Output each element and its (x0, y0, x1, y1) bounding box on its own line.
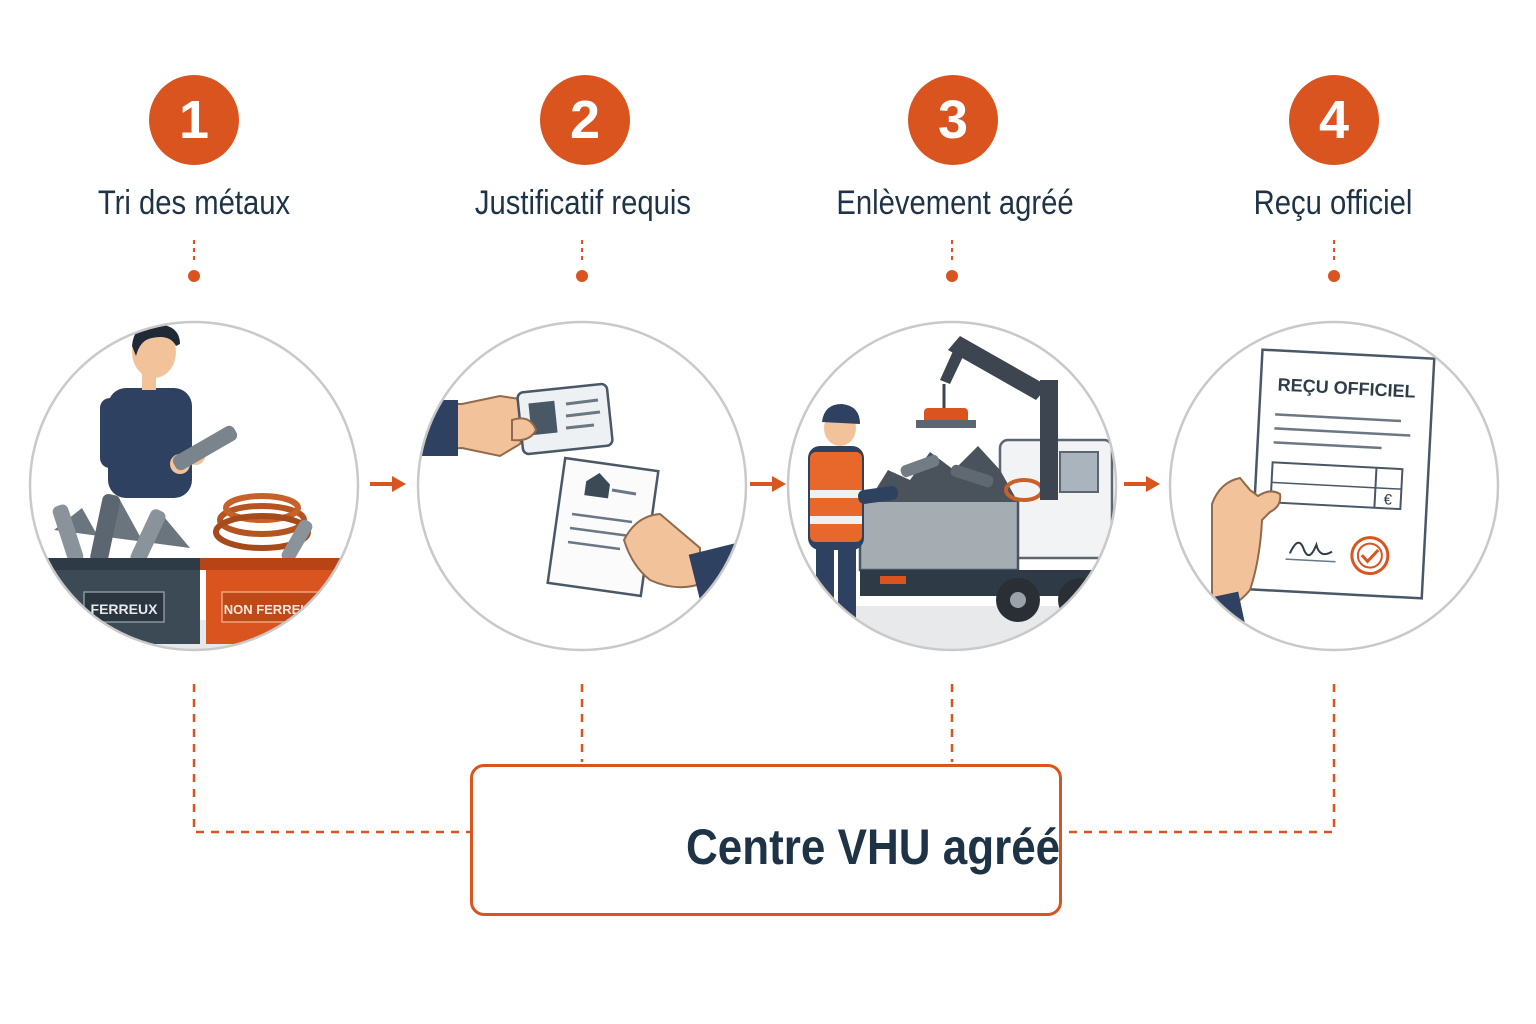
step-4-title: Reçu officiel (1253, 184, 1413, 222)
id-card-icon (516, 382, 614, 456)
check-stamp-icon (1350, 536, 1390, 576)
worker-safety-vest (808, 404, 899, 618)
step-2-title: Justificatif requis (474, 184, 692, 222)
top-connectors (188, 240, 1340, 282)
step-3-illustration (786, 320, 1118, 652)
bottom-connectors (192, 684, 1336, 834)
step-3-title: Enlèvement agréé (836, 184, 1074, 222)
step-3-number: 3 (908, 75, 998, 165)
step-2-illustration (416, 320, 748, 652)
step-4-illustration: REÇU OFFICIEL € (1168, 320, 1500, 652)
step-2-number: 2 (540, 75, 630, 165)
step-1-title: Tri des métaux (97, 184, 291, 222)
house-document-icon (546, 456, 660, 598)
center-label: Centre VHU agréé (686, 819, 1061, 875)
arrow-right-icon (370, 476, 1160, 492)
step-1-number: 1 (149, 75, 239, 165)
non-ferrous-bin-label: NON FERREUX (224, 602, 319, 617)
worker-figure (100, 323, 238, 498)
center-box (470, 764, 1062, 916)
receipt-document-icon: REÇU OFFICIEL € (1248, 348, 1436, 600)
currency-symbol: € (1383, 491, 1393, 508)
ferrous-bin-label: FERREUX (91, 601, 159, 617)
crane-truck-icon (858, 336, 1114, 622)
step-4-number: 4 (1289, 75, 1379, 165)
step-1-illustration: FERREUX NON FERREUX (28, 320, 360, 652)
